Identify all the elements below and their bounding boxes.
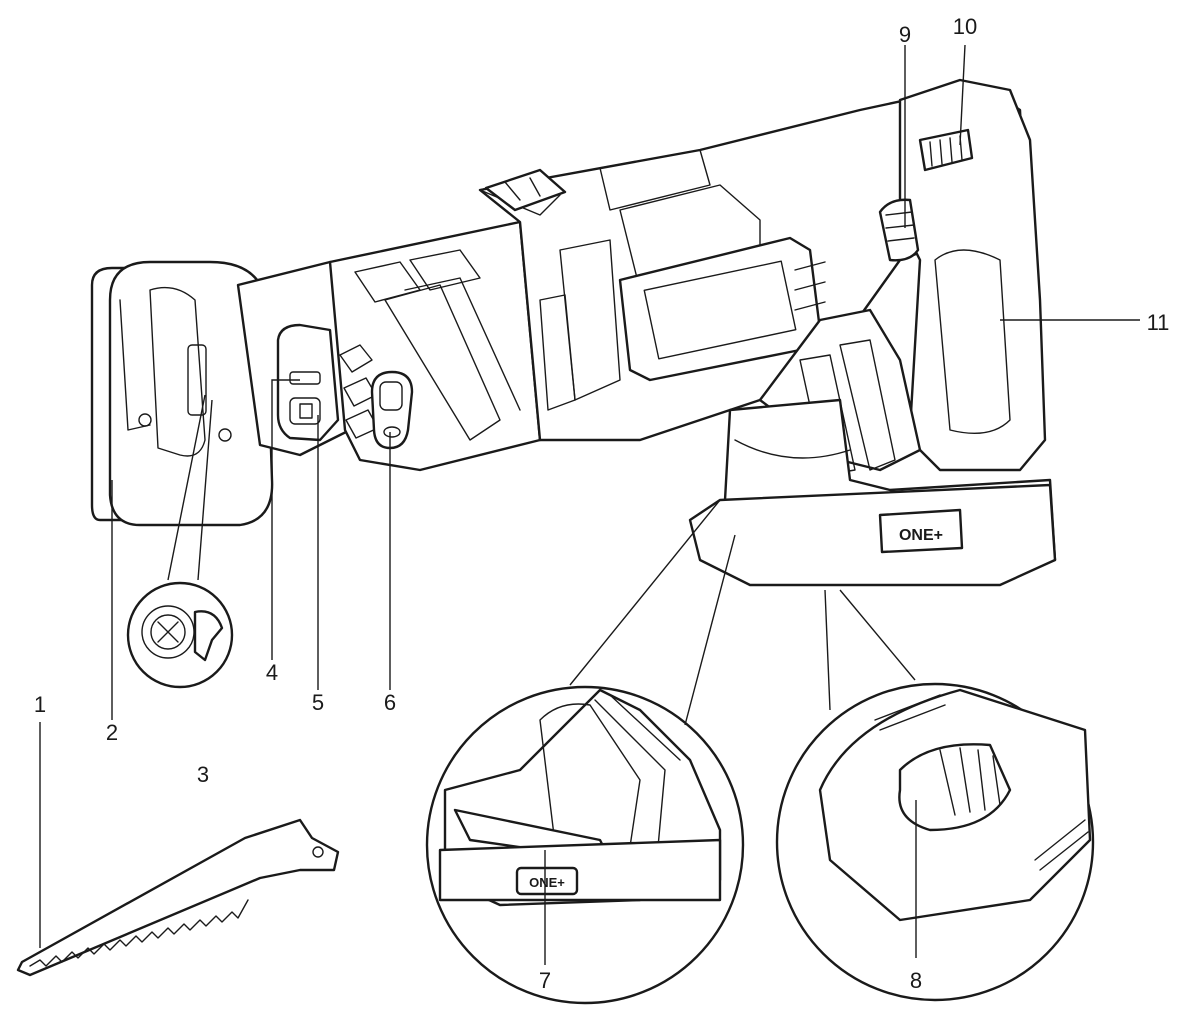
leader-lines [39,44,1140,965]
battery-latch-detail-icon: ONE+ [425,499,745,1005]
callout-2: 2 [106,720,118,745]
callout-1: 1 [34,692,46,717]
saw-blade-icon [16,818,340,977]
callout-10: 10 [953,14,977,39]
callout-6: 6 [384,690,396,715]
one-plus-logo: ONE+ [878,508,964,554]
callout-11: 11 [1147,310,1170,335]
vent-detail-icon [775,589,1095,1002]
blade-clamp-detail-icon [126,394,234,689]
callout-8: 8 [910,968,922,993]
callout-5: 5 [312,690,324,715]
callout-7: 7 [539,968,551,993]
svg-text:ONE+: ONE+ [529,875,565,890]
callout-4: 4 [266,660,278,685]
shoe-icon [90,260,274,527]
callout-9: 9 [899,22,911,47]
one-plus-logo-detail: ONE+ [515,866,579,896]
reciprocating-saw-icon: ONE+ [236,78,1057,587]
svg-text:ONE+: ONE+ [899,527,943,544]
callout-3: 3 [197,762,209,787]
callout-labels: 1 2 3 4 5 6 7 8 9 10 11 [34,14,1170,993]
